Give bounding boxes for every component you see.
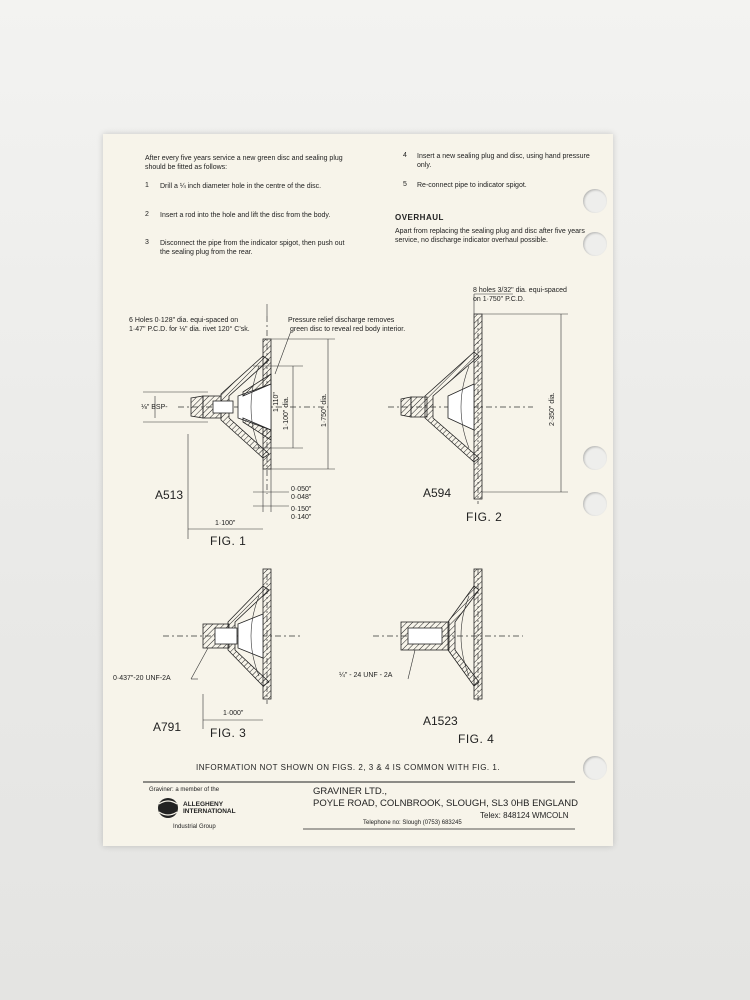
fig2-dia: 2·350" dia. xyxy=(549,392,556,426)
logo-line1: ALLEGHENY xyxy=(183,801,224,808)
binder-hole xyxy=(583,492,607,516)
fig1-thickness: 0·150" xyxy=(291,506,312,513)
fig1-model: A513 xyxy=(155,488,184,502)
step-number: 1 xyxy=(145,182,149,189)
step-number: 4 xyxy=(403,152,407,159)
step-text: Drill a ¼ inch diameter hole in the cent… xyxy=(160,183,322,190)
member-of-text: Graviner: a member of the xyxy=(149,787,220,793)
fig3-caption: FIG. 3 xyxy=(210,726,247,740)
step-number: 5 xyxy=(403,181,407,188)
fig1-length: 1·100" xyxy=(215,520,236,527)
fig2-holes-note: on 1·750" P.C.D. xyxy=(473,296,525,303)
company-address: POYLE ROAD, COLNBROOK, SLOUGH, SL3 0HB E… xyxy=(313,798,579,809)
document-sheet: After every five years service a new gre… xyxy=(103,134,613,846)
step-number: 3 xyxy=(145,239,149,246)
overhaul-text: Apart from replacing the sealing plug an… xyxy=(395,228,585,244)
fig3-length: 1·000" xyxy=(223,710,244,717)
fig1-thickness: 0·048" xyxy=(291,494,312,501)
fig1-holes-note: 1·47" P.C.D. for ⅛" dia. rivet 120° C'sk… xyxy=(129,326,250,333)
fig1-thickness: 0·140" xyxy=(291,514,312,521)
step-text: Insert a new sealing plug and disc, usin… xyxy=(417,153,590,169)
step-text: Insert a rod into the hole and lift the … xyxy=(160,212,331,219)
group-text: Industrial Group xyxy=(173,824,216,830)
fig1-dia-inner: 1·100" dia. xyxy=(283,396,290,430)
fig4-thread: ¼" - 24 UNF - 2A xyxy=(339,672,393,679)
fig1-relief-note: Pressure relief discharge removes xyxy=(288,317,395,324)
fig2-caption: FIG. 2 xyxy=(466,510,503,524)
fig3-thread: 0·437"-20 UNF-2A xyxy=(113,675,171,682)
fig4-drawing xyxy=(373,568,523,704)
company-name: GRAVINER LTD., xyxy=(313,786,388,797)
fig1-relief-note: green disc to reveal red body interior. xyxy=(290,326,406,333)
telex: Telex: 848124 WMCOLN xyxy=(480,811,569,820)
fig3-drawing xyxy=(163,568,303,729)
overhaul-heading: OVERHAUL xyxy=(395,213,444,222)
fig1-bsp-label: ⅛" BSP- xyxy=(141,404,168,411)
logo-line2: INTERNATIONAL xyxy=(183,808,236,815)
technical-drawings xyxy=(143,293,575,830)
step-text: Disconnect the pipe from the indicator s… xyxy=(160,240,345,256)
step-number: 2 xyxy=(145,211,149,218)
fig2-model: A594 xyxy=(423,486,452,500)
fig2-drawing xyxy=(388,293,568,504)
telephone: Telephone no: Slough (0753) 683245 xyxy=(363,820,462,826)
instructions-intro: After every five years service a new gre… xyxy=(145,155,343,171)
fig4-model: A1523 xyxy=(423,714,458,728)
step-text: Re-connect pipe to indicator spigot. xyxy=(417,182,527,189)
fig1-dia-inner: 1·110" xyxy=(273,392,280,412)
binder-hole xyxy=(583,232,607,256)
binder-hole xyxy=(583,189,607,213)
fig4-caption: FIG. 4 xyxy=(458,732,495,746)
binder-hole xyxy=(583,446,607,470)
fig1-caption: FIG. 1 xyxy=(210,534,247,548)
fig2-holes-note: 8 holes 3/32" dia. equi-spaced xyxy=(473,287,567,294)
fig1-holes-note: 6 Holes 0·128" dia. equi-spaced on xyxy=(129,317,239,324)
fig1-drawing xyxy=(143,304,335,539)
fig1-dia-outer: 1·750" dia. xyxy=(321,393,328,427)
binder-hole xyxy=(583,756,607,780)
fig3-model: A791 xyxy=(153,720,182,734)
common-note: INFORMATION NOT SHOWN ON FIGS. 2, 3 & 4 … xyxy=(196,763,501,772)
fig1-thickness: 0·050" xyxy=(291,486,312,493)
